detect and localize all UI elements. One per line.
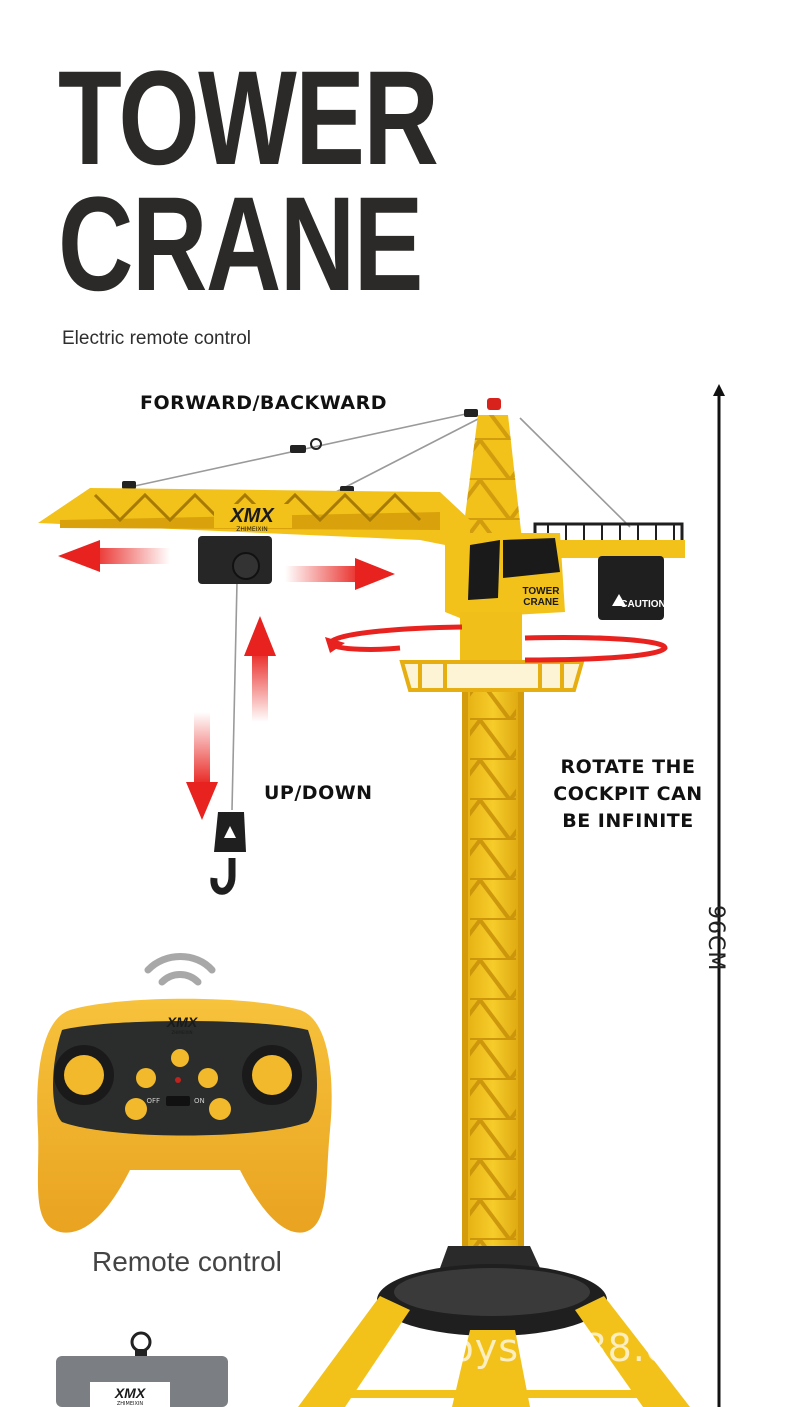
battery-brand: XMX	[114, 1385, 147, 1401]
battery-brand-sub: ZHIMEIXIN	[117, 1401, 144, 1407]
watermark: lktoys.1688.cn	[400, 1326, 693, 1370]
arrow-up-icon	[244, 616, 276, 722]
remote-switch-on: ON	[194, 1097, 205, 1105]
crane-cab: TOWER CRANE	[445, 533, 565, 660]
rotate-label-line3: BE INFINITE	[562, 810, 694, 832]
jib-brand: XMX	[229, 505, 275, 527]
battery-box: XMX ZHIMEIXIN	[56, 1331, 228, 1407]
remote-caption: Remote control	[92, 1246, 282, 1277]
counter-jib: CAUTION	[525, 522, 685, 620]
rotation-arrowhead	[325, 637, 345, 653]
rotate-label-line2: COCKPIT CAN	[553, 783, 703, 805]
arrow-right-icon	[285, 558, 395, 590]
arrow-left-icon	[58, 540, 170, 572]
jib-brand-sub: ZHIMEIXIN	[236, 526, 268, 533]
cable-clamps	[122, 409, 478, 494]
height-arrow-icon	[713, 384, 725, 1407]
counterweight-text: CAUTION	[620, 599, 666, 610]
platform-railing	[399, 660, 585, 692]
cab-text-line1: TOWER	[522, 586, 560, 597]
wifi-signal-icon	[144, 953, 216, 986]
up-down-label: UP/DOWN	[264, 782, 373, 804]
remote-control: OFF ON XMX ZHIMEIXIN	[37, 998, 332, 1233]
warning-icon	[612, 594, 626, 606]
remote-brand-sub: ZHIMEIXIN	[172, 1030, 193, 1035]
crane-jib: XMX ZHIMEIXIN	[38, 488, 470, 550]
cab-text-line2: CRANE	[523, 597, 559, 608]
trolley	[198, 536, 272, 584]
subtitle: Electric remote control	[62, 328, 252, 349]
forward-backward-label: FORWARD/BACKWARD	[140, 392, 387, 414]
tower-top	[462, 398, 522, 540]
remote-switch-off: OFF	[146, 1097, 160, 1105]
title-line-1: TOWER	[58, 44, 439, 193]
remote-brand: XMX	[166, 1014, 199, 1030]
arrow-down-icon	[186, 712, 218, 820]
crane-base	[298, 1246, 690, 1407]
hook-icon	[210, 812, 246, 895]
title-line-2: CRANE	[58, 170, 423, 319]
tower-mast	[462, 690, 524, 1250]
height-label: 96CM	[703, 905, 728, 972]
rotate-label-line1: ROTATE THE	[560, 756, 696, 778]
